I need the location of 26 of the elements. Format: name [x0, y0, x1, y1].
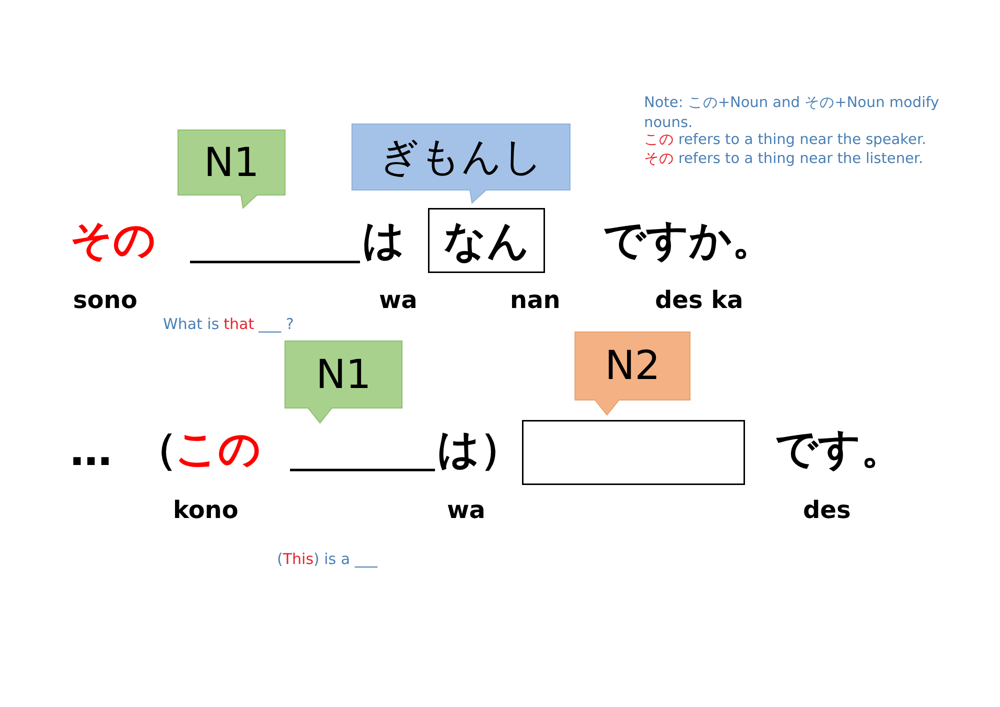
blank-box [522, 420, 745, 485]
answer-box: なん [428, 208, 545, 273]
speech-callout: N1 [178, 130, 285, 208]
romaji-text: kono [173, 498, 238, 522]
japanese-word: その [70, 219, 156, 261]
japanese-word: ですか。 [603, 219, 774, 261]
japanese-word: （ [135, 428, 177, 470]
japanese-word: は） [437, 428, 522, 470]
romaji-text: nan [510, 288, 560, 312]
romaji-text: des ka [655, 288, 744, 312]
romaji-text: wa [447, 498, 486, 522]
japanese-word: この [175, 428, 261, 470]
speech-callout: ぎもんし [352, 124, 570, 203]
romaji-text: wa [379, 288, 418, 312]
japanese-word: です。 [775, 428, 903, 470]
speech-callout: N1 [285, 341, 402, 423]
note-text: この refers to a thing near the speaker. [644, 133, 926, 148]
translation-text: (This) is a ___ [277, 552, 378, 567]
ellipsis-text: … [70, 430, 112, 472]
romaji-text: sono [73, 288, 138, 312]
romaji-text: des [803, 498, 851, 522]
note-text: その refers to a thing near the listener. [644, 152, 924, 166]
translation-text: What is that ___ ? [163, 317, 294, 332]
japanese-word: は [362, 219, 405, 261]
speech-callout: N2 [575, 332, 690, 415]
note-text: Note: この+Noun and その+Noun modify nouns. [644, 94, 940, 132]
